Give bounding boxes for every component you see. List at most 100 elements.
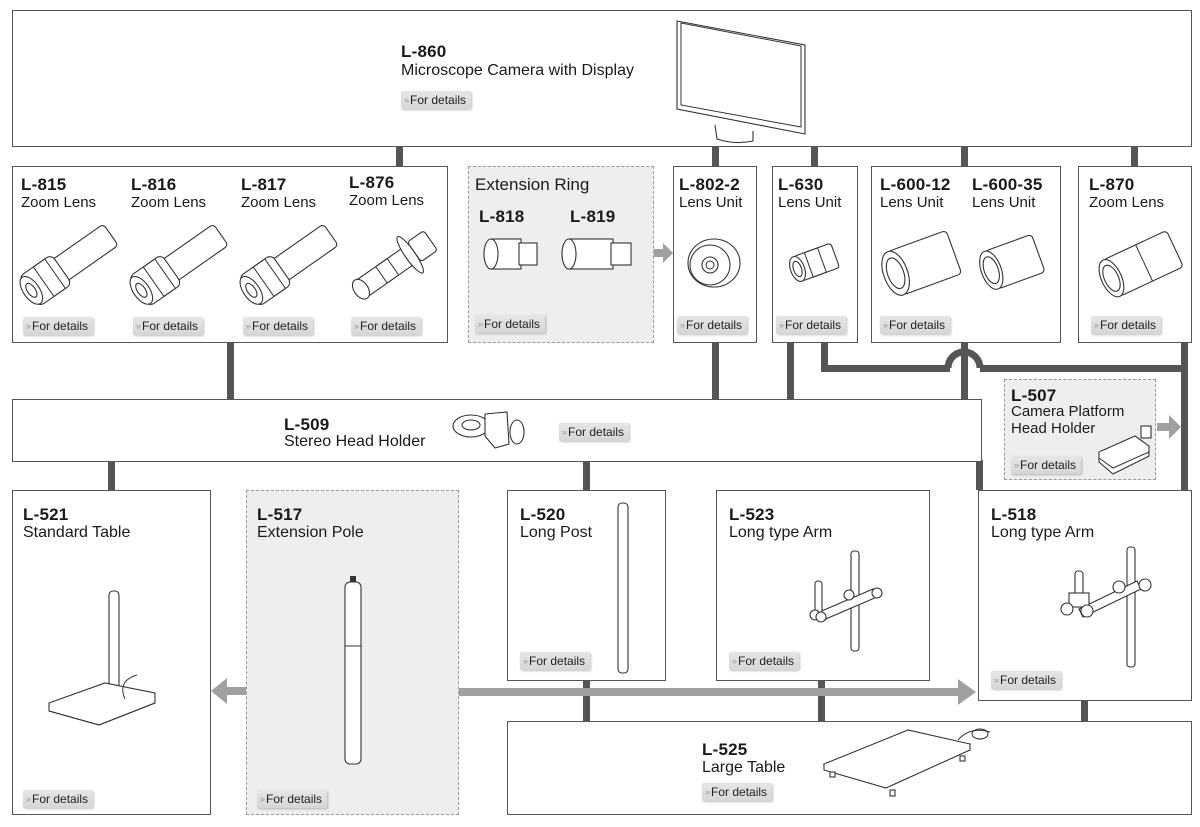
product-l817: L-817 Zoom Lens »For details	[239, 175, 346, 340]
product-name: Lens Unit	[679, 194, 743, 211]
connector	[811, 146, 818, 166]
for-details-button[interactable]: »For details	[257, 790, 328, 808]
connector	[961, 146, 968, 166]
arrow-l517-right	[458, 679, 976, 705]
product-code: L-518	[991, 505, 1037, 524]
chevron-icon: »	[562, 427, 568, 437]
connector	[583, 460, 590, 490]
product-name: Extension Pole	[257, 524, 364, 541]
product-card-l521: L-521 Standard Table »For details	[12, 490, 211, 815]
product-name: Zoom Lens	[21, 194, 97, 211]
large-table-icon	[822, 728, 991, 797]
connector	[787, 342, 794, 400]
for-details-button[interactable]: »For details	[243, 317, 314, 335]
for-details-button[interactable]: »For details	[133, 317, 204, 335]
product-code: L-509	[284, 415, 330, 434]
for-details-button[interactable]: »For details	[991, 671, 1062, 689]
connector	[976, 460, 983, 490]
lens-unit-icon	[789, 243, 840, 282]
camera-platform-icon	[1097, 425, 1152, 475]
product-name: Long Post	[520, 524, 593, 541]
product-l816: L-816 Zoom Lens »For details	[129, 175, 236, 340]
product-name: Long type Arm	[729, 524, 833, 541]
chevron-icon: »	[705, 787, 711, 797]
connector	[712, 146, 719, 166]
product-code: L-870	[1089, 175, 1135, 194]
for-details-button[interactable]: »For details	[475, 315, 546, 333]
chevron-icon: »	[136, 321, 142, 331]
product-card-l517: L-517 Extension Pole »For details	[246, 490, 459, 815]
arrow-l517-left	[211, 678, 248, 704]
product-card-l802-2: L-802-2 Lens Unit »For details	[673, 166, 757, 343]
connector	[1181, 342, 1188, 490]
for-details-button[interactable]: »For details	[1091, 316, 1162, 334]
for-details-button[interactable]: »For details	[23, 317, 94, 335]
arm-icon	[1060, 546, 1152, 668]
product-code: L-815	[21, 175, 67, 194]
zoom-lens-flange-icon	[351, 231, 437, 300]
monitor-icon	[676, 20, 806, 144]
arrow-ext-ring-to-l802	[653, 243, 673, 263]
chevron-icon: »	[404, 95, 410, 105]
product-code: L-507	[1011, 386, 1057, 405]
connector	[961, 342, 968, 400]
for-details-button[interactable]: »For details	[702, 783, 773, 801]
product-name: Zoom Lens	[131, 194, 207, 211]
for-details-button[interactable]: »For details	[401, 91, 472, 109]
product-code: L-525	[702, 740, 748, 759]
connector	[227, 342, 234, 400]
product-code: L-523	[729, 505, 775, 524]
product-l815: L-815 Zoom Lens »For details	[19, 175, 126, 340]
product-code: L-517	[257, 505, 303, 524]
connector	[396, 146, 403, 166]
chevron-icon: »	[260, 794, 266, 804]
for-details-button[interactable]: »For details	[729, 652, 800, 670]
product-card-l509: L-509 Stereo Head Holder »For details	[12, 399, 982, 462]
chevron-icon: »	[354, 321, 360, 331]
chevron-icon: »	[883, 320, 889, 330]
connector	[821, 365, 950, 372]
arrow-l507-right	[1157, 415, 1181, 439]
product-card-l860: L-860 Microscope Camera with Display »Fo…	[12, 10, 1192, 147]
extension-ring-icon	[561, 238, 632, 270]
product-code: L-802-2	[679, 175, 740, 194]
product-card-l520: L-520 Long Post »For details	[507, 490, 666, 681]
post-icon	[617, 502, 629, 674]
product-card-l870: L-870 Zoom Lens »For details	[1078, 166, 1192, 343]
chevron-icon: »	[1094, 320, 1100, 330]
product-code: L-860	[401, 42, 447, 61]
product-name: Zoom Lens	[1089, 194, 1165, 211]
for-details-button[interactable]: »For details	[520, 652, 591, 670]
connector	[980, 365, 1185, 372]
for-details-button[interactable]: »For details	[677, 316, 748, 334]
product-code: L-817	[241, 175, 287, 194]
product-name-l600-35: Lens Unit	[972, 194, 1036, 211]
for-details-button[interactable]: »For details	[1011, 456, 1082, 474]
product-name-l600-12: Lens Unit	[880, 194, 944, 211]
chevron-icon: »	[523, 656, 529, 666]
product-card-l630: L-630 Lens Unit »For details	[772, 166, 858, 343]
connector	[818, 680, 825, 722]
product-name: Standard Table	[23, 524, 131, 541]
for-details-button[interactable]: »For details	[559, 423, 630, 441]
product-group-l600: L-600-12 Lens Unit L-600-35 Lens Unit »F…	[871, 166, 1061, 343]
chevron-icon: »	[994, 675, 1000, 685]
product-code-l600-12: L-600-12	[880, 175, 951, 194]
product-code-l819: L-819	[570, 207, 616, 226]
for-details-button[interactable]: »For details	[351, 317, 422, 335]
pole-icon	[344, 576, 362, 765]
product-name: Zoom Lens	[349, 192, 425, 209]
for-details-button[interactable]: »For details	[23, 790, 94, 808]
connector	[108, 460, 115, 490]
zoom-lens-icon	[239, 225, 338, 305]
for-details-button[interactable]: »For details	[776, 316, 847, 334]
product-card-l507: L-507 Camera Platform Head Holder »For d…	[1004, 379, 1156, 480]
product-card-l525: L-525 Large Table »For details	[507, 721, 1192, 815]
product-code: L-520	[520, 505, 566, 524]
group-title: Extension Ring	[475, 175, 590, 194]
lens-unit-icon	[979, 234, 1045, 290]
for-details-button[interactable]: »For details	[880, 316, 951, 334]
chevron-icon: »	[26, 794, 32, 804]
product-group-extension-ring: Extension Ring L-818 L-819 »For details	[468, 166, 654, 343]
product-code: L-521	[23, 505, 69, 524]
